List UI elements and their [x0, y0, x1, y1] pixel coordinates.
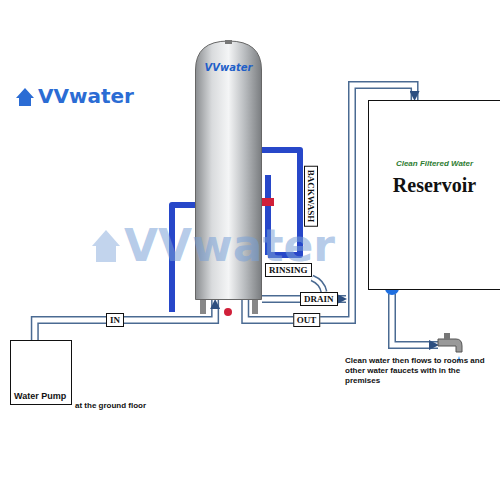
pipe-label: IN	[106, 313, 124, 327]
reservoir-box: Clean Filtered WaterReservoir	[368, 100, 500, 290]
pump-box: Water Pumpat the ground floor	[10, 340, 72, 405]
pipe-connector	[35, 300, 215, 340]
tank-leg	[200, 298, 206, 314]
pump-note: at the ground floor	[75, 401, 146, 410]
reservoir-subtitle: Clean Filtered Water	[369, 159, 500, 168]
tank-brand: VVwater	[205, 62, 253, 73]
pump-label: Water Pump	[14, 391, 68, 401]
rinsing-label: RINSING	[265, 263, 312, 277]
outlet-pipe	[385, 281, 462, 362]
pipe-label: OUT	[293, 313, 321, 327]
drain-label: DRAIN	[300, 292, 338, 306]
caption-note: Clean water then flows to rooms and othe…	[345, 356, 495, 386]
logo-icon	[16, 88, 34, 106]
backwash-label: BACKWASH	[304, 166, 318, 227]
pipe-line	[35, 300, 215, 340]
reservoir-title: Reservoir	[369, 174, 500, 197]
tank-leg	[252, 298, 258, 314]
logo-text: VVwater	[38, 84, 134, 108]
watermark-icon	[92, 230, 120, 262]
pipe-casing	[35, 300, 215, 340]
